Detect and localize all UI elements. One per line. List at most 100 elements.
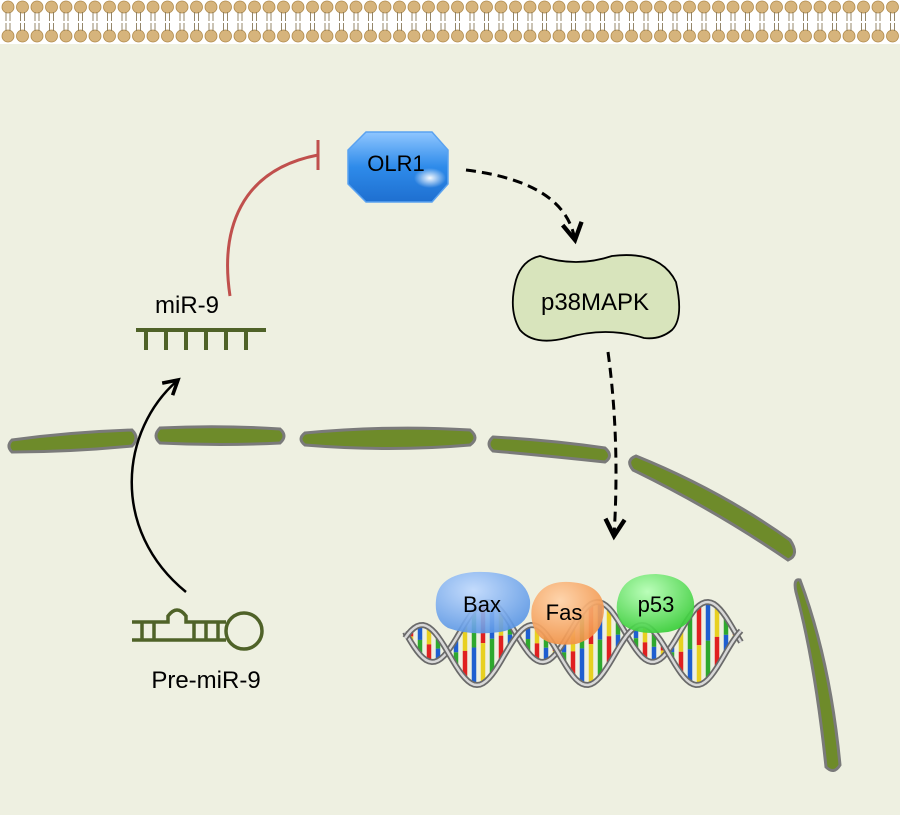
- mir9-strand: [136, 328, 266, 350]
- lipid-head: [581, 29, 595, 43]
- lipid-head: [799, 0, 812, 14]
- lipid-head: [45, 0, 58, 14]
- lipid-head: [755, 0, 769, 14]
- lipid-head: [364, 0, 377, 14]
- lipid-head: [175, 29, 189, 43]
- lipid-head: [117, 29, 131, 43]
- lipid-head: [509, 0, 522, 14]
- lipid-head: [625, 0, 638, 14]
- lipid-head: [45, 29, 58, 43]
- lipid-head: [219, 29, 232, 43]
- lipid-head: [668, 29, 682, 43]
- lipid-head: [161, 0, 174, 14]
- lipid-head: [552, 0, 566, 14]
- lipid-head: [784, 29, 798, 43]
- lipid-head: [770, 29, 783, 43]
- lipid-head: [233, 0, 247, 14]
- lipid-head: [639, 29, 653, 43]
- lipid-head: [451, 29, 464, 43]
- fas-label: Fas: [546, 600, 583, 625]
- lipid-head: [364, 29, 377, 43]
- lipid-head: [538, 0, 551, 14]
- lipid-head: [813, 29, 827, 43]
- lipid-head: [175, 0, 189, 14]
- fas-protein: Fas: [531, 581, 604, 645]
- lipid-head: [712, 0, 725, 14]
- lipid-head: [103, 29, 116, 43]
- lipid-head: [320, 29, 334, 43]
- p38mapk-label: p38MAPK: [541, 289, 649, 316]
- lipid-head: [871, 29, 885, 43]
- lipid-head: [1, 29, 15, 43]
- lipid-head: [291, 29, 305, 43]
- lipid-head: [146, 29, 160, 43]
- lipid-head: [1, 0, 15, 14]
- lipid-head: [610, 29, 624, 43]
- lipid-head: [697, 29, 711, 43]
- lipid-head: [306, 0, 319, 14]
- lipid-head: [465, 0, 479, 14]
- lipid-head: [494, 0, 508, 14]
- lipid-head: [857, 0, 870, 14]
- cell-membrane: [1, 0, 899, 43]
- lipid-head: [610, 0, 624, 14]
- lipid-head: [393, 29, 406, 43]
- lipid-head: [886, 0, 899, 14]
- lipid-head: [59, 29, 73, 43]
- lipid-head: [842, 0, 856, 14]
- lipid-head: [262, 29, 276, 43]
- lipid-head: [639, 0, 653, 14]
- lipid-head: [683, 0, 696, 14]
- lipid-head: [16, 29, 29, 43]
- lipid-head: [349, 29, 363, 43]
- lipid-head: [654, 0, 667, 14]
- lipid-head: [480, 29, 493, 43]
- lipid-head: [596, 0, 609, 14]
- lipid-head: [74, 29, 87, 43]
- lipid-head: [451, 0, 464, 14]
- lipid-head: [422, 29, 435, 43]
- lipid-head: [538, 29, 551, 43]
- lipid-head: [16, 0, 29, 14]
- lipid-head: [161, 29, 174, 43]
- lipid-head: [596, 29, 609, 43]
- p53-protein: p53: [616, 574, 695, 633]
- pre-mir9-hairpin: [132, 608, 264, 651]
- lipid-head: [277, 0, 290, 14]
- lipid-head: [784, 0, 798, 14]
- p38-to-nucleus-arrow: [603, 351, 627, 541]
- lipid-head: [755, 29, 769, 43]
- lipid-head: [146, 0, 160, 14]
- lipid-head: [857, 29, 870, 43]
- lipid-head: [494, 29, 508, 43]
- lipid-head: [335, 29, 348, 43]
- lipid-head: [712, 29, 725, 43]
- lipid-head: [741, 0, 754, 14]
- lipid-head: [828, 0, 841, 14]
- lipid-head: [248, 0, 261, 14]
- pre-to-mature-arrow: [130, 377, 187, 593]
- lipid-head: [132, 29, 145, 43]
- lipid-head: [407, 29, 421, 43]
- lipid-head: [726, 29, 740, 43]
- bax-label: Bax: [463, 592, 501, 617]
- lipid-head: [378, 0, 392, 14]
- inhibition-arrow: [226, 140, 320, 297]
- lipid-head: [219, 0, 232, 14]
- lipid-head: [523, 29, 537, 43]
- lipid-head: [509, 29, 522, 43]
- lipid-head: [567, 29, 580, 43]
- lipid-head: [697, 0, 711, 14]
- p53-label: p53: [638, 592, 675, 617]
- p38mapk-node: p38MAPK: [511, 254, 681, 342]
- lipid-head: [465, 29, 479, 43]
- olr1-to-p38-arrow: [465, 168, 584, 245]
- lipid-head: [233, 29, 247, 43]
- lipid-head: [335, 0, 348, 14]
- lipid-head: [668, 0, 682, 14]
- lipid-head: [654, 29, 667, 43]
- olr1-label: OLR1: [367, 151, 424, 176]
- lipid-head: [349, 0, 363, 14]
- lipid-head: [407, 0, 421, 14]
